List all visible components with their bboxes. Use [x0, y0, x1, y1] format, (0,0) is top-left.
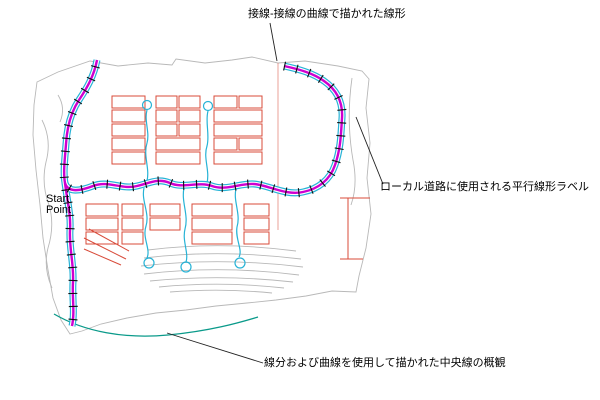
start-point-line2: Point: [46, 204, 72, 216]
centerline-curve: [53, 313, 259, 337]
boundary-contours: [32, 56, 372, 335]
annotation-tangent-curve: 接線-接線の曲線で描かれた線形: [248, 8, 406, 20]
leader-centerline-overview: [166, 332, 264, 364]
annotation-centerline-overview: 線分および曲線を使用して描かれた中央線の概観: [264, 357, 506, 369]
annotation-parallel-label: ローカル道路に使用される平行線形ラベル: [380, 181, 589, 193]
station-ticks: [59, 61, 347, 321]
leader-parallel-label: [355, 116, 384, 185]
parcel-lines: [83, 63, 370, 266]
main-alignment: [60, 59, 346, 327]
leader-tangent-curve: [269, 22, 278, 62]
local-roads: [141, 99, 246, 273]
start-point-label: Start Point: [46, 194, 71, 216]
leader-lines: [166, 22, 384, 364]
start-point-line1: Start: [46, 193, 70, 205]
